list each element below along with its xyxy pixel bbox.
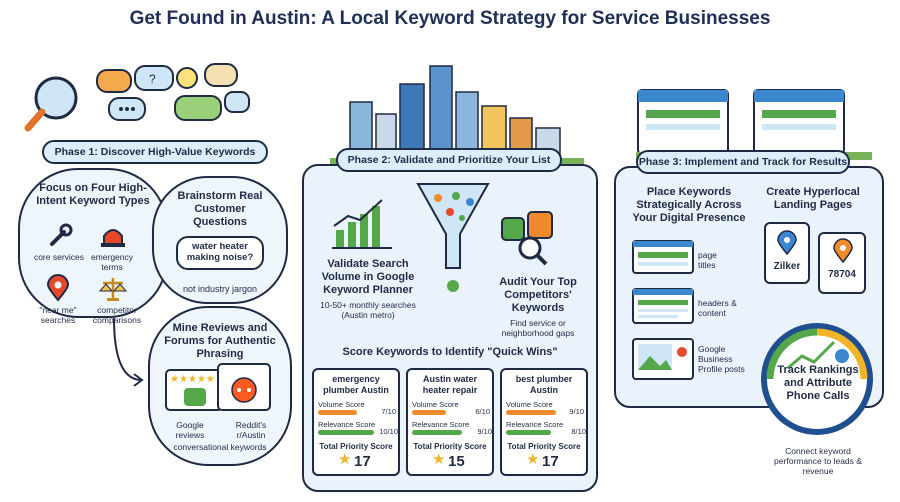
hyperlocal-heading: Create Hyperlocal Landing Pages [766, 186, 860, 211]
score-card [500, 368, 588, 476]
keyword-type-emergency: emergency terms [90, 252, 134, 272]
mine-note: conversational keywords [173, 442, 267, 452]
volume-score-value: 9/10 [569, 407, 584, 416]
focus-heading: Focus on Four High-Intent Keyword Types [36, 182, 150, 207]
score-card-keyword: emergency plumber Austin [323, 374, 389, 395]
headers-content-icon [632, 288, 694, 324]
keyword-type-near-me: "near me" searches [39, 305, 77, 325]
phase1-label: Phase 1: Discover High-Value Keywords [42, 140, 268, 164]
landing-page-78704 [818, 232, 866, 294]
audit-note: Find service or neighborhood gaps [501, 318, 575, 338]
place-item-headers: headers & content [698, 298, 737, 318]
page-title: Get Found in Austin: A Local Keyword Str… [129, 8, 771, 29]
page-titles-icon [632, 240, 694, 274]
score-card [312, 368, 400, 476]
relevance-score-value: 9/10 [477, 427, 492, 436]
tracking-gauge-icon [761, 323, 873, 435]
bar-chart-icon [332, 199, 392, 249]
relevance-score-bar [506, 430, 551, 435]
example-question-bubble [176, 236, 264, 270]
volume-score-label: Volume Score [412, 400, 459, 409]
funnel-icon [416, 183, 490, 292]
source-google-reviews: Google reviews [175, 420, 205, 440]
score-heading: Score Keywords to Identify "Quick Wins" [342, 346, 558, 358]
volume-score-value: 6/10 [475, 407, 490, 416]
competitor-audit-icon [501, 211, 553, 266]
total-priority-score: 17 [542, 453, 559, 470]
audit-heading: Audit Your Top Competitors' Keywords [499, 276, 577, 314]
place-item-gbp: Google Business Profile posts [698, 344, 745, 374]
total-priority-label: Total Priority Score [507, 442, 581, 451]
website-windows-icon [636, 89, 872, 160]
validate-heading: Validate Search Volume in Google Keyword… [321, 258, 415, 296]
mine-heading: Mine Reviews and Forums for Authentic Ph… [164, 322, 276, 360]
total-priority-label: Total Priority Score [413, 442, 487, 451]
relevance-score-label: Relevance Score [412, 420, 470, 429]
brainstorm-heading: Brainstorm Real Customer Questions [177, 190, 263, 228]
svg-text:★★★★★: ★★★★★ [170, 374, 215, 385]
score-card [406, 368, 494, 476]
place-item-page-titles: page titles [698, 250, 717, 270]
volume-score-bar [506, 410, 556, 415]
siren-icon [101, 229, 125, 247]
business-profile-icon [632, 338, 694, 380]
volume-score-bar [412, 410, 446, 415]
landing-page-78704-label: 78704 [828, 269, 856, 280]
relevance-score-bar [318, 430, 374, 435]
brainstorm-note: not industry jargon [182, 284, 258, 294]
keyword-type-competitor: competitor comparisons [92, 305, 142, 325]
total-priority-score: 15 [448, 453, 465, 470]
total-priority-score: 17 [354, 453, 371, 470]
star-icon: ★ [526, 451, 540, 468]
volume-score-value: 7/10 [381, 407, 396, 416]
relevance-score-label: Relevance Score [506, 420, 564, 429]
source-reddit: Reddit's r/Austin [235, 420, 267, 440]
score-card-keyword: best plumber Austin [515, 374, 573, 395]
flow-arrow-icon [113, 317, 144, 387]
keyword-type-core-services: core services [33, 252, 85, 262]
magnifier-icon [24, 76, 78, 132]
review-cards-icon: ★★★★★ [165, 363, 271, 411]
volume-score-bar [318, 410, 357, 415]
svg-text:?: ? [149, 72, 156, 86]
relevance-score-bar [412, 430, 462, 435]
example-question: water heater making noise? [186, 241, 254, 263]
validate-note: 10-50+ monthly searches (Austin metro) [320, 300, 416, 320]
track-note: Connect keyword performance to leads & r… [774, 446, 862, 476]
scales-icon [98, 278, 128, 301]
volume-score-label: Volume Score [506, 400, 553, 409]
relevance-score-value: 8/10 [571, 427, 586, 436]
landing-page-zilker-label: Zilker [773, 261, 801, 272]
volume-score-label: Volume Score [318, 400, 365, 409]
star-icon: ★ [338, 451, 352, 468]
map-pin-icon [46, 274, 70, 302]
total-priority-label: Total Priority Score [319, 442, 393, 451]
map-pin-icon [833, 238, 853, 264]
map-pin-icon [777, 230, 797, 256]
wrench-icon [50, 223, 73, 246]
star-icon: ★ [432, 451, 446, 468]
score-card-keyword: Austin water heater repair [422, 374, 478, 395]
speech-bubbles-icon: ? [96, 63, 250, 121]
place-heading: Place Keywords Strategically Across Your… [632, 186, 746, 224]
phase2-label: Phase 2: Validate and Prioritize Your Li… [336, 148, 562, 172]
phase3-label: Phase 3: Implement and Track for Results [636, 150, 850, 174]
track-heading: Track Rankings and Attribute Phone Calls [777, 364, 859, 402]
relevance-score-label: Relevance Score [318, 420, 376, 429]
relevance-score-value: 10/10 [379, 427, 398, 436]
